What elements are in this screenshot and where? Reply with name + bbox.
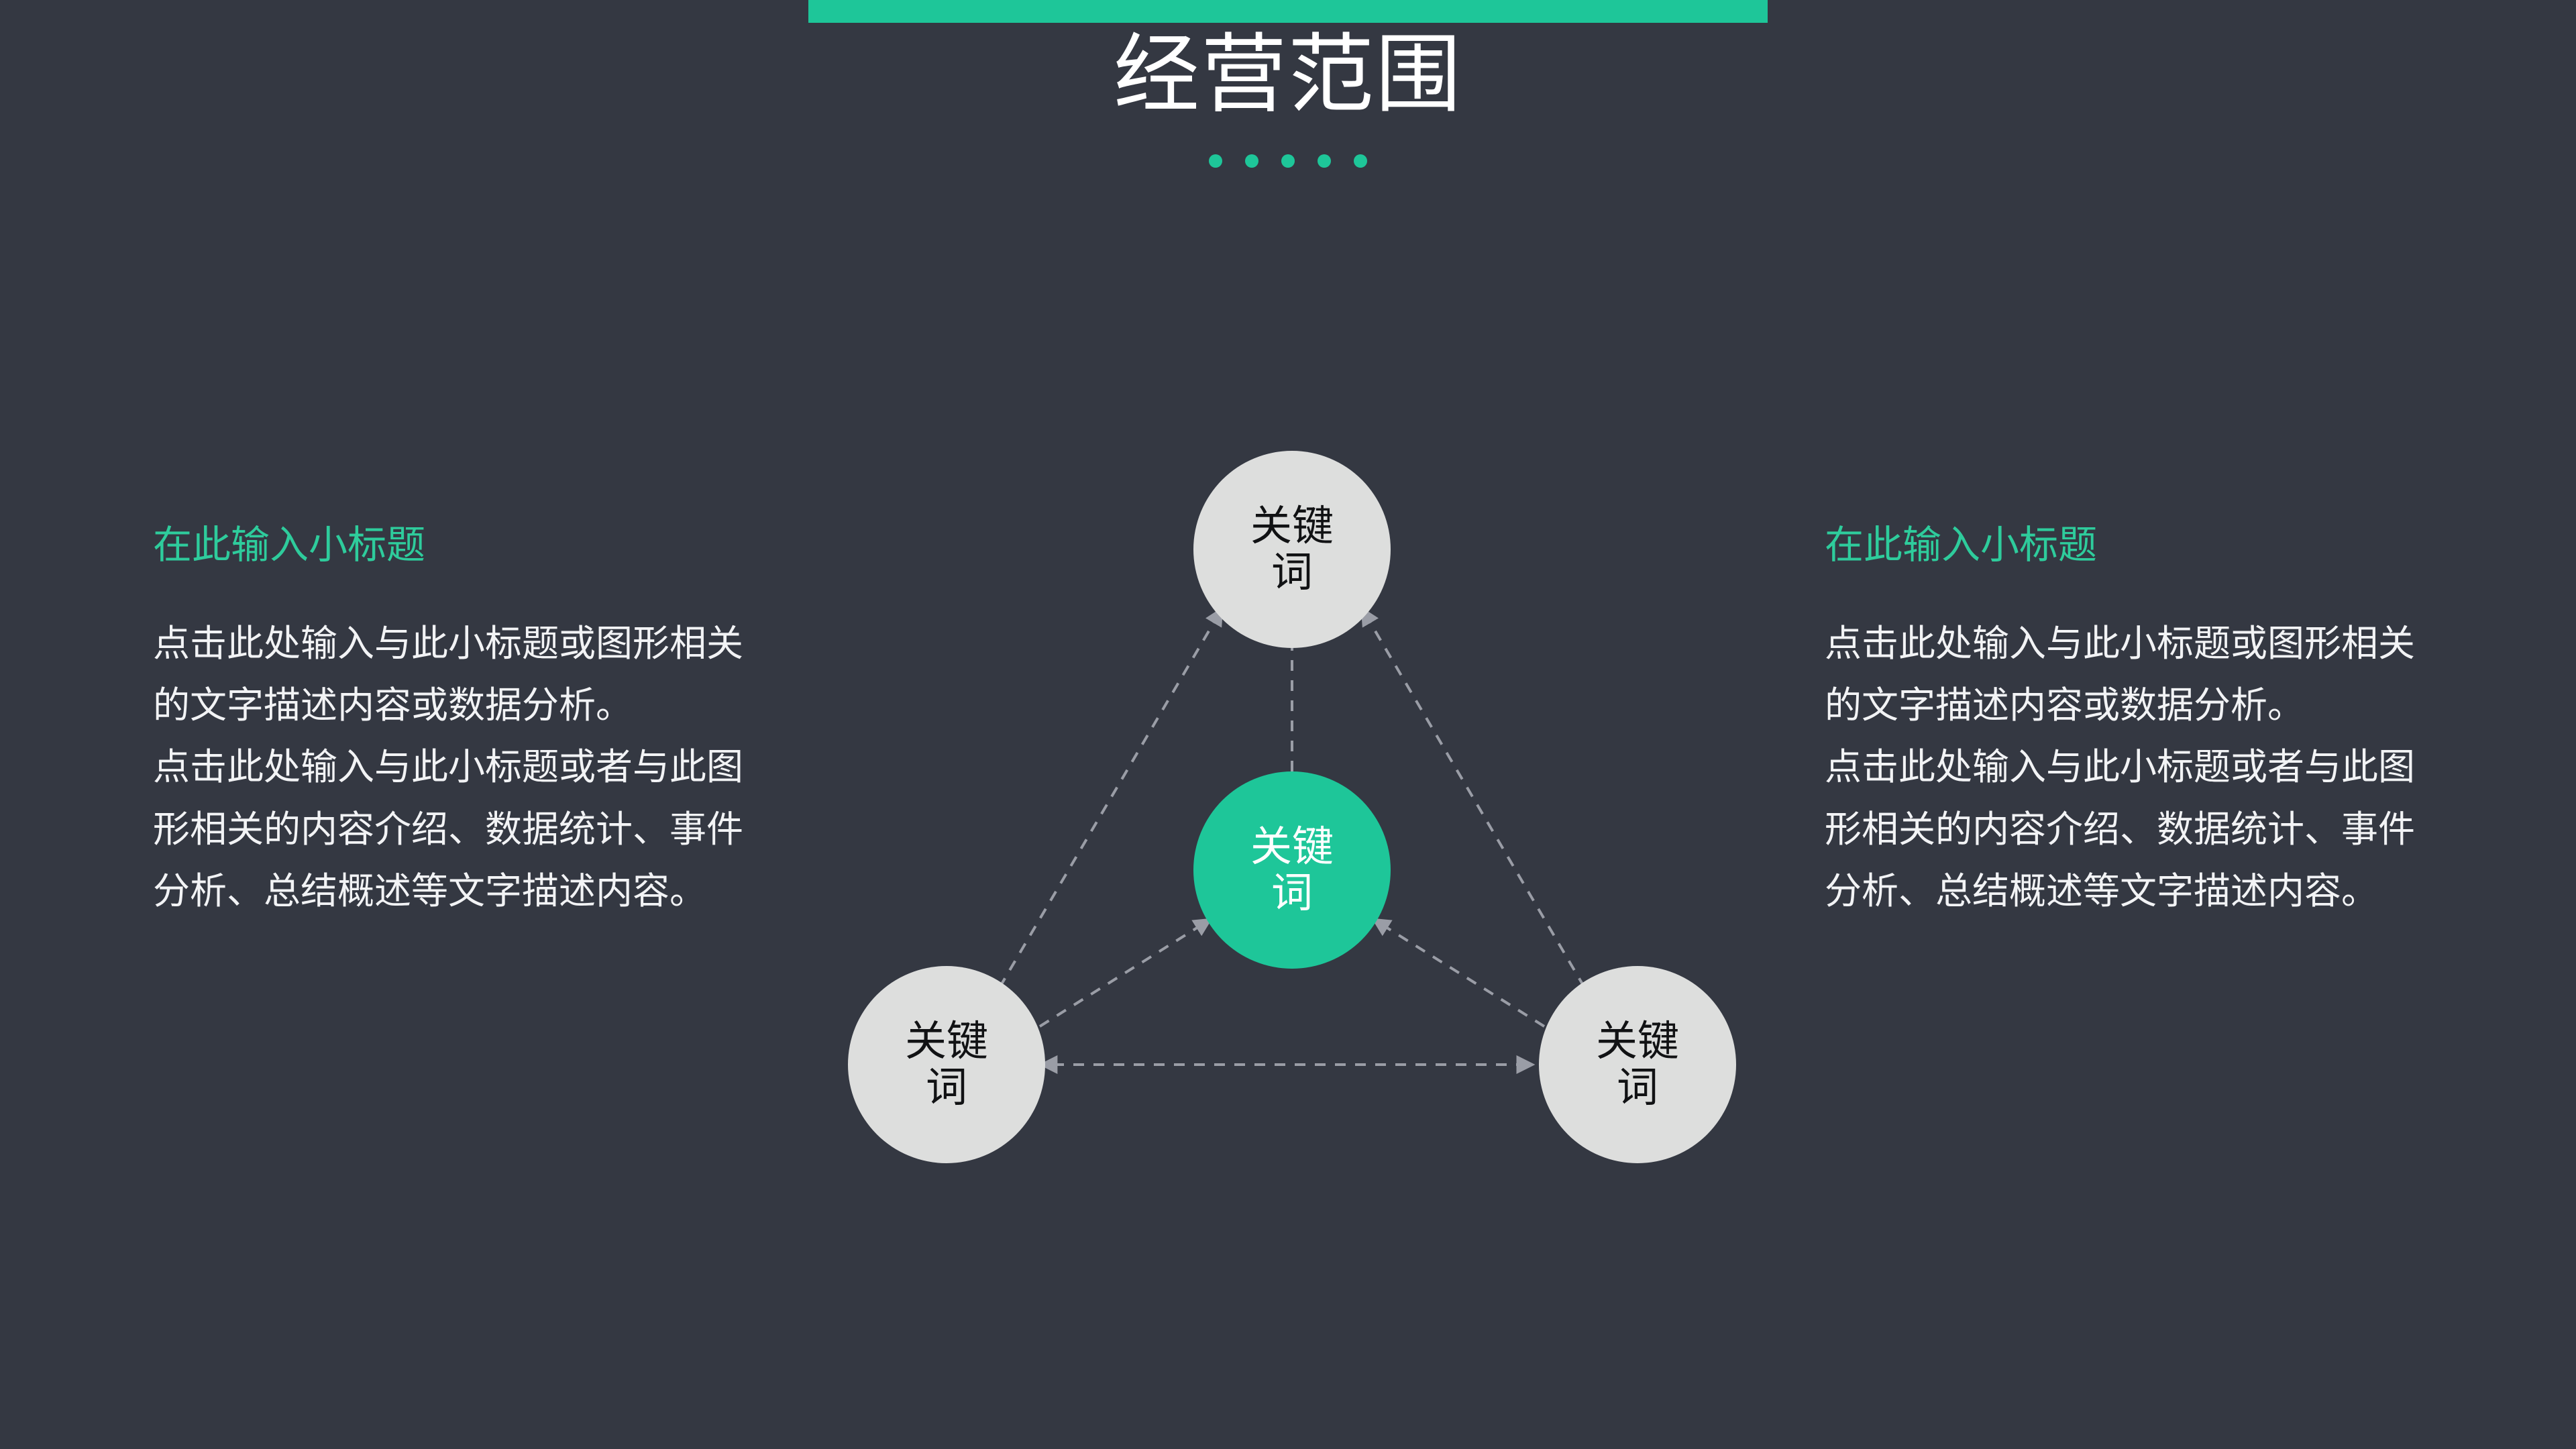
node-right-label-line2: 词 xyxy=(1616,1065,1658,1111)
title-dot-2 xyxy=(1245,154,1258,168)
edge-left-to-center xyxy=(1038,918,1213,1028)
page-title: 经营范围 xyxy=(1113,27,1462,123)
left-text-column: 在此输入小标题 点击此处输入与此小标题或图形相关的文字描述内容或数据分析。 点击… xyxy=(153,523,770,922)
title-dot-4 xyxy=(1318,154,1331,168)
diagram-node-center[interactable]: 关键 词 xyxy=(1193,771,1391,969)
diagram-node-bottom-left[interactable]: 关键 词 xyxy=(848,966,1045,1163)
edge-right-to-top xyxy=(1360,606,1586,989)
edge-right-to-center xyxy=(1371,918,1546,1028)
node-left-label-line2: 词 xyxy=(925,1065,967,1111)
title-dot-decoration xyxy=(0,154,2576,168)
left-column-subtitle: 在此输入小标题 xyxy=(153,523,426,567)
node-top-label-line1: 关键 xyxy=(1250,502,1334,549)
node-top-label-line2: 词 xyxy=(1271,549,1313,596)
node-center-label-line1: 关键 xyxy=(1250,823,1334,870)
title-dot-3 xyxy=(1281,154,1295,168)
node-left-label-line1: 关键 xyxy=(904,1018,988,1065)
right-column-subtitle: 在此输入小标题 xyxy=(1825,523,2098,567)
left-paragraph-1: 点击此处输入与此小标题或图形相关的文字描述内容或数据分析。 xyxy=(153,622,744,727)
diagram-connectors xyxy=(998,606,1586,1074)
left-paragraph-2: 点击此处输入与此小标题或者与此图形相关的内容介绍、数据统计、事件分析、总结概述等… xyxy=(153,746,744,912)
title-dot-1 xyxy=(1209,154,1222,168)
edge-left-to-top xyxy=(998,606,1224,989)
top-accent-bar xyxy=(808,0,1768,23)
right-paragraph-2: 点击此处输入与此小标题或者与此图形相关的内容介绍、数据统计、事件分析、总结概述等… xyxy=(1825,746,2416,912)
right-text-column: 在此输入小标题 点击此处输入与此小标题或图形相关的文字描述内容或数据分析。 点击… xyxy=(1825,523,2442,922)
diagram-node-top[interactable]: 关键 词 xyxy=(1193,451,1391,648)
right-paragraph-1: 点击此处输入与此小标题或图形相关的文字描述内容或数据分析。 xyxy=(1825,622,2416,727)
node-right-label-line1: 关键 xyxy=(1595,1018,1679,1065)
left-column-body: 点击此处输入与此小标题或图形相关的文字描述内容或数据分析。 点击此处输入与此小标… xyxy=(153,612,770,922)
node-center-label-line2: 词 xyxy=(1271,870,1313,916)
right-column-body: 点击此处输入与此小标题或图形相关的文字描述内容或数据分析。 点击此处输入与此小标… xyxy=(1825,612,2442,922)
title-dot-5 xyxy=(1354,154,1367,168)
diagram-node-bottom-right[interactable]: 关键 词 xyxy=(1539,966,1736,1163)
relationship-diagram: 关键 词 关键 词 关键 词 关键 词 xyxy=(792,402,1791,1221)
